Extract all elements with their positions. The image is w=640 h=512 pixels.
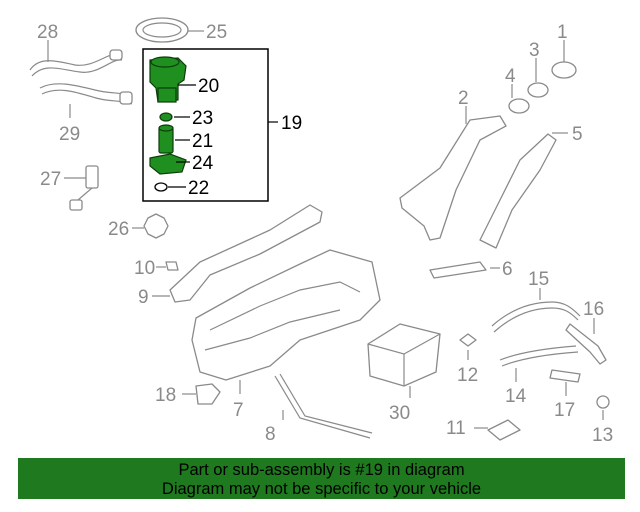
part-11-label[interactable] [474,419,521,441]
part-9-heat-shield[interactable] [152,204,323,303]
callout-22: 22 [188,178,209,199]
part-18-bracket[interactable] [182,383,221,405]
part-6-hose[interactable] [429,261,500,279]
callout-2: 2 [458,88,469,109]
callout-28: 28 [37,22,58,43]
part-12-label[interactable] [459,333,477,360]
part-5-shield[interactable] [479,132,568,249]
callout-11: 11 [446,418,466,439]
callout-10: 10 [134,258,155,279]
callout-20: 20 [198,76,219,97]
part-17-hose[interactable] [549,369,581,396]
callout-26: 26 [108,219,129,240]
part-3-cap[interactable] [527,58,549,98]
part-4-neck[interactable] [508,84,530,114]
callout-13: 13 [592,425,613,446]
part-24-sender[interactable] [149,153,187,175]
part-7-fuel-tank[interactable] [191,249,381,394]
part-8-strap[interactable] [274,373,373,439]
part-26-lock-ring[interactable] [132,213,169,239]
callout-21: 21 [192,131,213,152]
footer-banner: Part or sub-assembly is #19 in diagram D… [18,458,625,499]
footer-line-1: Part or sub-assembly is #19 in diagram [178,461,465,479]
callout-29: 29 [59,124,80,145]
part-14-hose[interactable] [499,345,579,382]
callout-30: 30 [389,403,410,424]
callout-25: 25 [206,22,227,43]
callout-12: 12 [457,365,478,386]
callout-4: 4 [505,66,516,87]
part-21-filter[interactable] [158,124,174,154]
part-15-hose[interactable] [491,288,581,333]
part-1-cap[interactable] [551,40,577,79]
callout-5: 5 [572,124,583,145]
callout-27: 27 [40,169,61,190]
part-16-hose[interactable] [565,318,607,365]
part-22-o-ring[interactable] [154,182,168,192]
callout-9: 9 [138,287,149,308]
callout-16: 16 [583,299,604,320]
callout-19: 19 [281,113,302,134]
part-30-canister[interactable] [367,323,441,398]
callout-8: 8 [265,424,276,445]
part-27-valve[interactable] [64,165,99,211]
part-13-plug[interactable] [596,395,610,420]
callout-3: 3 [529,40,540,61]
callout-1: 1 [557,22,568,43]
callout-23: 23 [192,108,213,129]
footer-line-2: Diagram may not be specific to your vehi… [161,480,482,498]
callout-7: 7 [233,400,244,421]
callout-6: 6 [502,259,513,280]
part-10-clip[interactable] [156,261,179,271]
callout-24: 24 [192,153,214,174]
callout-15: 15 [528,269,549,290]
part-25-cover[interactable] [135,17,204,43]
callout-18: 18 [155,385,176,406]
callout-17: 17 [554,400,575,421]
parts-diagram: 1 2 3 4 5 6 7 8 9 10 11 12 13 14 15 16 1… [29,17,613,446]
part-23-seal[interactable] [159,112,173,122]
part-2-filler-pipe[interactable] [399,106,507,241]
callout-14: 14 [505,386,527,407]
part-28-hoses[interactable] [29,40,133,118]
part-20-fuel-pump[interactable] [149,56,187,103]
